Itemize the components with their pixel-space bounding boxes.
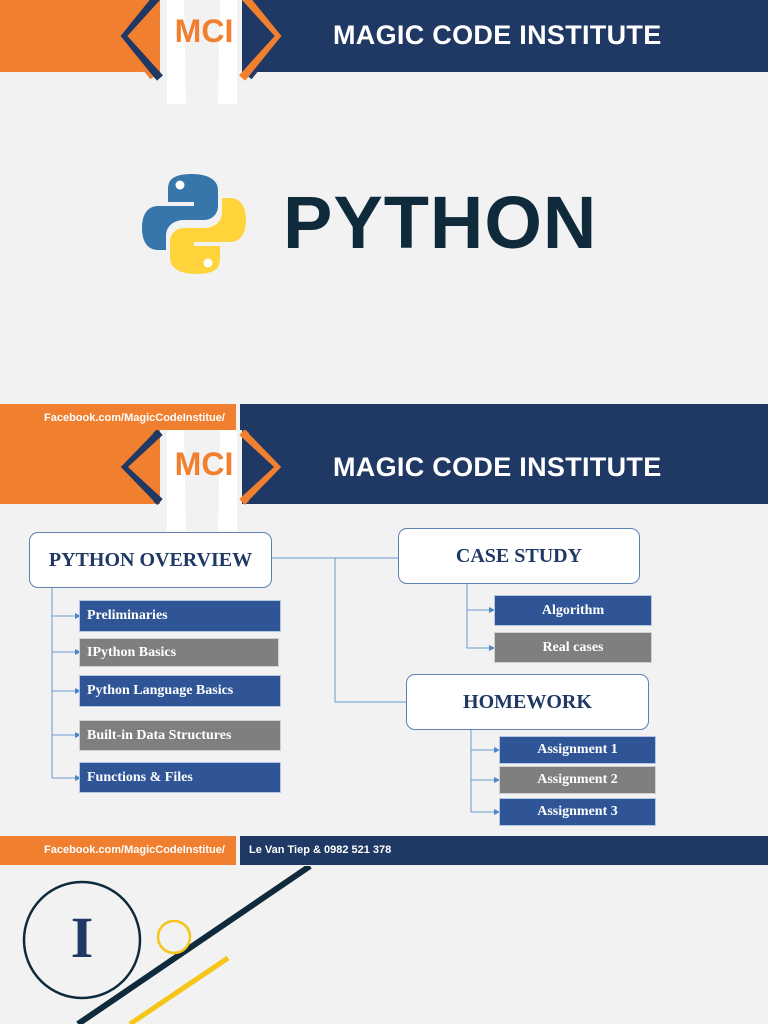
overview-item-data-structures: Built-in Data Structures [79,720,281,751]
facebook-link-footer[interactable]: Facebook.com/MagicCodeInstitue/ [44,844,225,856]
homework-box: HOMEWORK [406,674,649,730]
case-study-item-algorithm: Algorithm [494,595,652,626]
header-navy-bar [240,404,768,504]
logo-text: MCI [174,446,234,482]
header-orange-bar [0,0,160,72]
header-navy-bar [240,0,768,72]
institute-title: MAGIC CODE INSTITUTE [333,20,662,50]
python-logo-icon [142,174,246,274]
case-study-item-real-cases: Real cases [494,632,652,663]
homework-item-assignment-2: Assignment 2 [499,766,656,794]
mci-logo-badge [115,430,287,534]
homework-item-assignment-1: Assignment 1 [499,736,656,764]
mci-logo-badge [115,0,287,104]
section-numeral: I [70,905,94,970]
facebook-link-top[interactable]: Facebook.com/MagicCodeInstitue/ [44,412,225,424]
case-study-box: CASE STUDY [398,528,640,584]
homework-item-assignment-3: Assignment 3 [499,798,656,826]
institute-title: MAGIC CODE INSTITUTE [333,452,662,482]
python-overview-box: PYTHON OVERVIEW [29,532,272,588]
footer-orange-bar [0,836,236,865]
overview-item-ipython-basics: IPython Basics [79,638,279,667]
overview-item-language-basics: Python Language Basics [79,675,281,707]
overview-item-functions-files: Functions & Files [79,762,281,793]
decorative-lines [22,866,312,1024]
logo-text: MCI [174,13,234,49]
author-contact: Le Van Tiep & 0982 521 378 [249,844,392,856]
python-title: PYTHON [283,181,598,264]
overview-item-preliminaries: Preliminaries [79,600,281,632]
footer-navy-bar [240,836,768,865]
